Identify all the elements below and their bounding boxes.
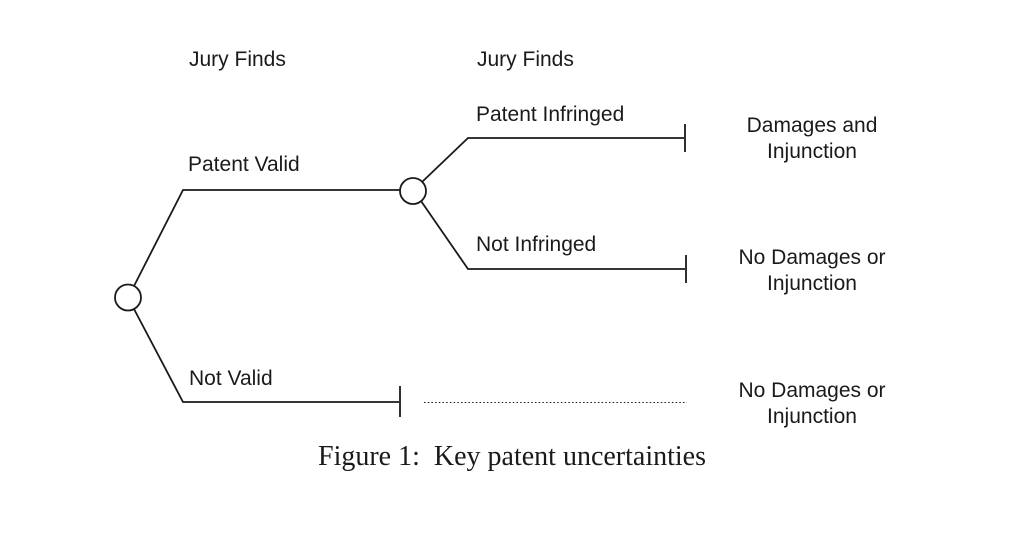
outcome-text-line: Injunction (767, 272, 857, 295)
outcome-text-line: Damages and (746, 114, 878, 137)
branch-label-patent-infringed: Patent Infringed (476, 103, 625, 126)
stage-header-infringement: Jury Finds (477, 48, 574, 71)
branch-not-infringed-line (420, 200, 685, 270)
chance-node-root (114, 283, 142, 312)
branch-label-not-valid: Not Valid (189, 367, 273, 390)
branch-patent-valid-line (133, 189, 400, 287)
outcome-text-line: No Damages or (738, 379, 886, 402)
outcome-no-damages-upper: No Damages or Injunction (692, 245, 932, 297)
outcome-text-line: Injunction (767, 140, 857, 163)
chance-node-infringement (399, 177, 427, 205)
figure-caption: Figure 1: Key patent uncertainties (318, 441, 706, 472)
branch-patent-infringed-line (421, 137, 684, 183)
outcome-damages-and-injunction: Damages and Injunction (692, 113, 932, 165)
branch-label-not-infringed: Not Infringed (476, 233, 597, 256)
outcome-no-damages-lower: No Damages or Injunction (692, 378, 932, 430)
outcome-text-line: Injunction (767, 405, 857, 428)
branch-not-valid-line (133, 308, 399, 403)
outcome-text-line: No Damages or (738, 246, 886, 269)
stage-header-validity: Jury Finds (189, 48, 286, 71)
branch-label-patent-valid: Patent Valid (188, 153, 300, 176)
